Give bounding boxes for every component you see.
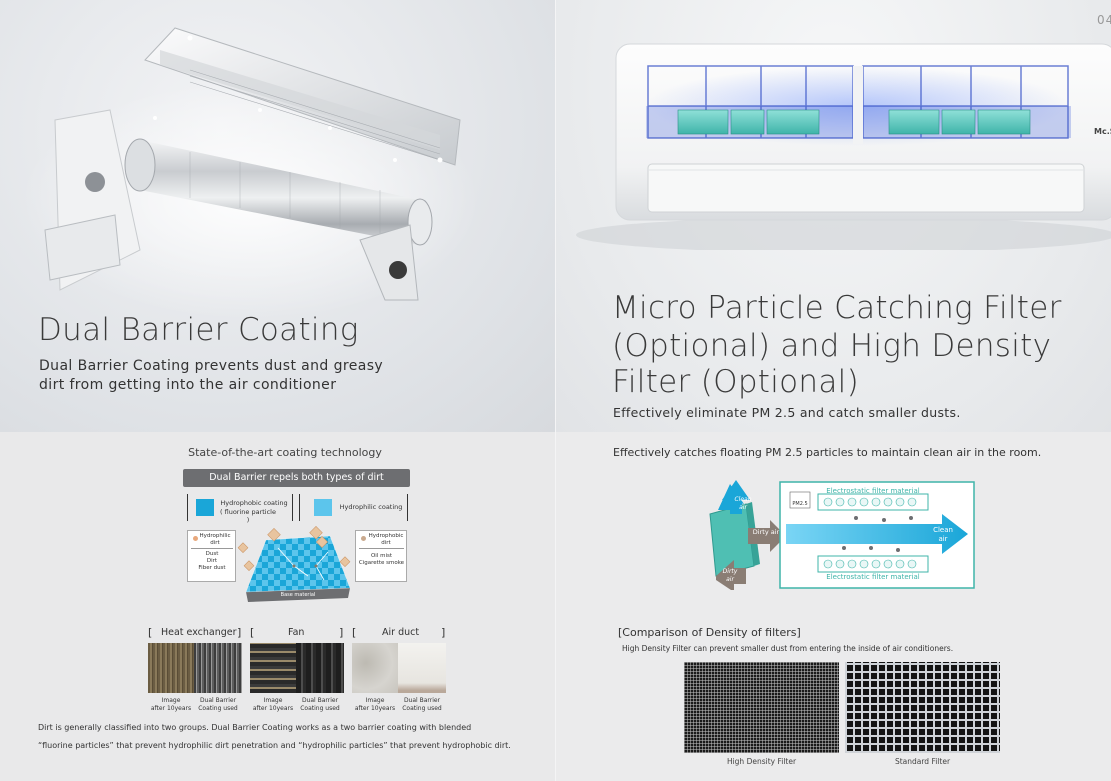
- hydrophilic-swatch: [314, 499, 332, 516]
- diagram-electrostatic-bottom: Electrostatic filter material: [826, 573, 920, 581]
- dual-barrier-banner-text: Dual Barrier repels both types of dirt: [209, 472, 384, 483]
- caption-duct-b: Dual Barrier Coating used: [402, 697, 442, 712]
- dual-barrier-banner: Dual Barrier repels both types of dirt: [183, 469, 410, 487]
- ac-unit-exploded-illustration: [20, 27, 480, 320]
- legend-hydrophilic-label: Hydrophilic coating: [339, 503, 403, 511]
- base-material-label: Base material: [280, 592, 316, 598]
- right-lower-heading: Effectively catches floating PM 2.5 part…: [613, 446, 1042, 459]
- right-page: 04: [556, 0, 1111, 781]
- left-footer-line2: “fluorine particles” that prevent hydrop…: [38, 741, 511, 750]
- high-density-filter-label: High Density Filter: [726, 757, 797, 766]
- right-title-line2: (Optional) and High Density: [612, 328, 1052, 364]
- standard-filter-label: Standard Filter: [894, 757, 951, 766]
- hydrophobic-dirt-title: Hydrophobic dirt: [368, 533, 404, 547]
- right-subtitle: Effectively eliminate PM 2.5 and catch s…: [613, 405, 961, 420]
- electrostatic-filter-diagram: [709, 480, 975, 590]
- caption-fan-b: Dual Barrier Coating used: [300, 697, 340, 712]
- heat-exchanger-photo-clean: [194, 643, 242, 693]
- ac-unit-with-filters-illustration: [576, 43, 1111, 250]
- legend-hydrophobic-label: Hydrophobic coating: [220, 499, 288, 507]
- caption-he-a: Image after 10years: [150, 697, 192, 712]
- diagram-clean-air-top: Clean air: [734, 496, 752, 511]
- fan-photo-clean: [296, 643, 344, 693]
- left-hero: Dual Barrier Coating Dual Barrier Coatin…: [0, 0, 555, 432]
- left-subtitle-line2: dirt from getting into the air condition…: [39, 377, 337, 393]
- heat-exchanger-photo-dirty: [148, 643, 194, 693]
- left-subtitle-line1: Dual Barrier Coating prevents dust and g…: [39, 358, 384, 374]
- dirt-markers: [237, 542, 351, 572]
- diagram-dirty-air-bottom: Dirty air: [722, 568, 738, 583]
- comparison-title: [Comparison of Density of filters]: [618, 626, 801, 639]
- hydrophilic-dirt-box: Hydrophilic dirt Dust Dirt Fiber dust: [187, 530, 236, 582]
- air-duct-photo-clean: [398, 643, 446, 693]
- diagram-clean-air-right: Clean air: [933, 526, 953, 544]
- hydrophobic-dirt-items: Oil mist Cigarette smoke: [358, 553, 405, 567]
- comparison-text: High Density Filter can prevent smaller …: [622, 644, 954, 653]
- air-duct-photo-dirty: [352, 643, 398, 693]
- left-lower-section: State-of-the-art coating technology Dual…: [0, 432, 555, 781]
- right-title-line1: Micro Particle Catching Filter: [612, 290, 1062, 326]
- fan-photo-dirty: [250, 643, 296, 693]
- left-title: Dual Barrier Coating: [38, 312, 359, 348]
- left-page: Dual Barrier Coating Dual Barrier Coatin…: [0, 0, 555, 781]
- page-spine: [555, 0, 556, 781]
- high-density-filter-photo: [684, 662, 839, 753]
- standard-filter-photo: [845, 662, 1000, 753]
- caption-duct-a: Image after 10years: [354, 697, 396, 712]
- hydrophobic-dirt-box: Hydrophobic dirt Oil mist Cigarette smok…: [355, 530, 407, 582]
- diagram-dirty-air-mid: Dirty air: [752, 528, 780, 536]
- brand-fragment: Mc.S: [1094, 127, 1111, 136]
- hydrophobic-swatch: [196, 499, 214, 516]
- hydrophilic-dirt-title: Hydrophilic dirt: [199, 533, 231, 547]
- page-number: 04: [1097, 13, 1111, 27]
- coating-surface-diagram: [245, 526, 351, 602]
- legend-hydrophobic: Hydrophobic coating ( fluorine particle …: [187, 494, 293, 524]
- right-hero: 04: [556, 0, 1111, 432]
- hydrophilic-dirt-items: Dust Dirt Fiber dust: [198, 551, 226, 572]
- caption-he-b: Dual Barrier Coating used: [198, 697, 238, 712]
- diagram-pm-label: PM2.5: [792, 501, 808, 507]
- hydrophobic-dirt-dot: [361, 536, 366, 541]
- legend-hydrophilic: Hydrophilic coating: [299, 494, 408, 521]
- diagram-electrostatic-top: Electrostatic filter material: [826, 487, 920, 495]
- right-title-line3: Filter (Optional): [612, 364, 859, 400]
- tech-heading: State-of-the-art coating technology: [188, 446, 382, 459]
- hydrophilic-dirt-dot: [193, 536, 198, 541]
- right-lower-section: Effectively catches floating PM 2.5 part…: [556, 432, 1111, 781]
- left-footer-line1: Dirt is generally classified into two gr…: [38, 723, 472, 732]
- legend-hydrophobic-sub: ( fluorine particle ): [220, 508, 276, 525]
- caption-fan-a: Image after 10years: [252, 697, 294, 712]
